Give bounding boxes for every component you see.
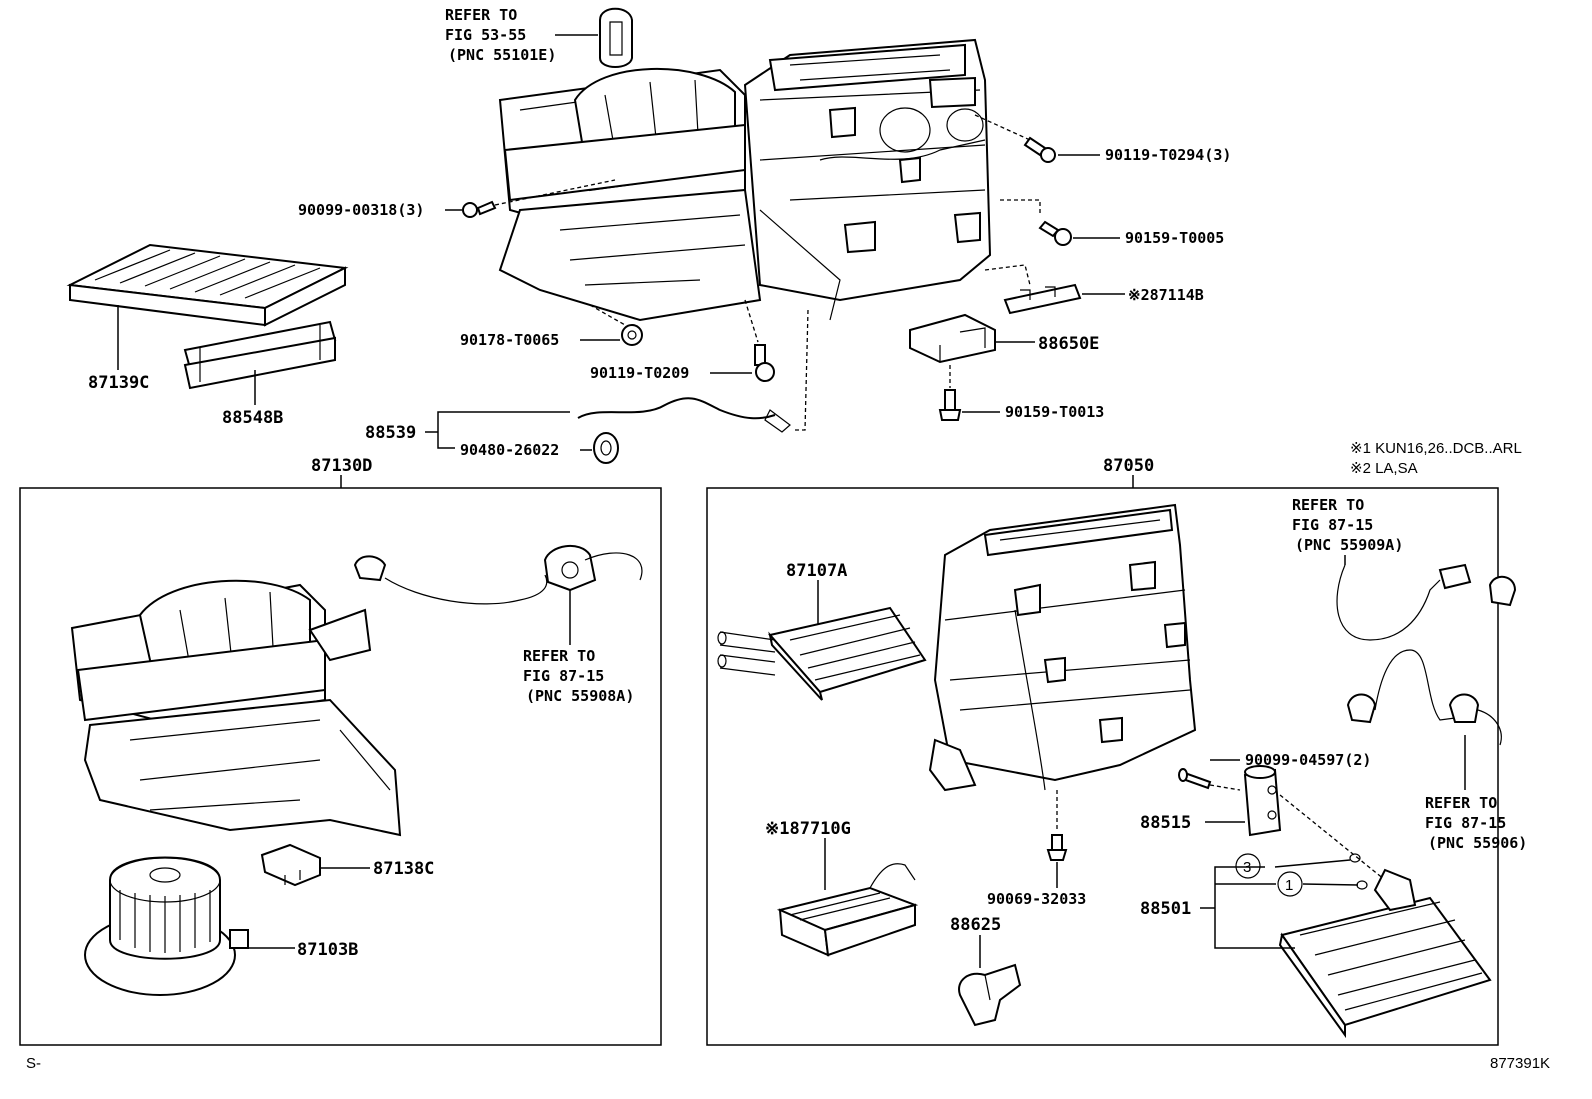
bolt-90159-T0005[interactable]: 90159-T0005 bbox=[1000, 199, 1224, 247]
drain-hose-88539[interactable]: 88539 bbox=[365, 309, 809, 449]
nut-90178-T0065[interactable]: 90178-T0065 bbox=[460, 304, 643, 349]
svg-text:REFER TO: REFER TO bbox=[1292, 496, 1364, 514]
svg-text:87107A: 87107A bbox=[786, 561, 847, 581]
svg-text:90099-00318(3): 90099-00318(3) bbox=[298, 201, 424, 219]
svg-text:88548B: 88548B bbox=[222, 408, 283, 428]
filter-cover-88548B[interactable]: 88548B bbox=[183, 320, 337, 428]
refer-fig-53-55[interactable]: REFER TO FIG 53-55 (PNC 55101E) bbox=[445, 6, 598, 64]
svg-text:90159-T0013: 90159-T0013 bbox=[1005, 403, 1104, 421]
svg-text:87139C: 87139C bbox=[88, 373, 149, 393]
figure-id: 877391K bbox=[1490, 1055, 1550, 1072]
svg-text:(PNC 55101E): (PNC 55101E) bbox=[448, 46, 556, 64]
svg-text:90178-T0065: 90178-T0065 bbox=[460, 331, 559, 349]
cooler-unit-87710G[interactable]: ※187710G bbox=[765, 819, 919, 957]
svg-text:REFER TO: REFER TO bbox=[523, 647, 595, 665]
svg-text:90069-32033: 90069-32033 bbox=[987, 890, 1086, 908]
part-87130D-label[interactable]: 87130D bbox=[311, 456, 372, 476]
screw-90099-00318[interactable]: 90099-00318(3) bbox=[298, 179, 616, 219]
wire-harness-55908A-illustration bbox=[353, 544, 643, 645]
svg-text:FIG 87-15: FIG 87-15 bbox=[1292, 516, 1373, 534]
heater-unit-87050-box: 87050 bbox=[706, 456, 1499, 1046]
svg-text:88650E: 88650E bbox=[1038, 334, 1099, 354]
grommet-55101E-illustration bbox=[599, 7, 633, 68]
bolt-90099-04597[interactable]: 90099-04597(2) bbox=[1178, 751, 1371, 791]
heater-case-illustration bbox=[928, 503, 1197, 792]
bracket-87114B[interactable]: ※287114B bbox=[984, 264, 1204, 315]
footer: S- 877391K bbox=[26, 1055, 1550, 1072]
svg-text:※287114B: ※287114B bbox=[1128, 286, 1204, 304]
screw-90069-32033[interactable]: 90069-32033 bbox=[987, 790, 1086, 908]
svg-text:FIG 87-15: FIG 87-15 bbox=[523, 667, 604, 685]
part-87050-label[interactable]: 87050 bbox=[1103, 456, 1154, 476]
svg-text:88515: 88515 bbox=[1140, 813, 1191, 833]
wire-harness-55909A[interactable]: REFER TO FIG 87-15 (PNC 55909A) bbox=[1292, 496, 1517, 641]
hvac-unit-assembly-illustration bbox=[498, 38, 992, 322]
bolt-90159-T0013[interactable]: 90159-T0013 bbox=[938, 365, 1104, 421]
evaporator-88501[interactable]: 3 1 88501 bbox=[1140, 853, 1492, 1039]
svg-text:90119-T0209: 90119-T0209 bbox=[590, 364, 689, 382]
svg-text:88625: 88625 bbox=[950, 915, 1001, 935]
svg-text:1: 1 bbox=[1285, 877, 1293, 894]
blower-motor-87103B[interactable]: 87103B bbox=[84, 856, 358, 996]
svg-text:88539: 88539 bbox=[365, 423, 416, 443]
svg-text:※1 KUN16,26..DCB..ARL: ※1 KUN16,26..DCB..ARL bbox=[1350, 440, 1522, 457]
footer-left-code: S- bbox=[26, 1055, 41, 1072]
blower-assy-87130D-box: 87130D bbox=[19, 456, 662, 1046]
screw-90119-T0209[interactable]: 90119-T0209 bbox=[590, 299, 775, 382]
svg-text:3: 3 bbox=[1243, 859, 1251, 876]
screw-90119-T0294[interactable]: 90119-T0294(3) bbox=[974, 114, 1231, 164]
svg-text:90119-T0294(3): 90119-T0294(3) bbox=[1105, 146, 1231, 164]
module-88650E[interactable]: 88650E bbox=[909, 313, 1099, 364]
resistor-87138C[interactable]: 87138C bbox=[260, 843, 434, 887]
svg-text:FIG 87-15: FIG 87-15 bbox=[1425, 814, 1506, 832]
svg-text:REFER TO: REFER TO bbox=[445, 6, 517, 24]
svg-text:※187710G: ※187710G bbox=[765, 819, 851, 839]
model-notes: ※1 KUN16,26..DCB..ARL ※2 LA,SA bbox=[1350, 440, 1522, 477]
svg-text:90480-26022: 90480-26022 bbox=[460, 441, 559, 459]
svg-text:(PNC 55909A): (PNC 55909A) bbox=[1295, 536, 1403, 554]
refer-fig-87-15-55908A[interactable]: REFER TO FIG 87-15 (PNC 55908A) bbox=[523, 647, 634, 705]
svg-text:90159-T0005: 90159-T0005 bbox=[1125, 229, 1224, 247]
expansion-valve-88515[interactable]: 88515 bbox=[1140, 765, 1386, 881]
circle-3-marker bbox=[1235, 853, 1261, 879]
air-filter-87139C[interactable]: 87139C bbox=[66, 243, 349, 393]
svg-text:88501: 88501 bbox=[1140, 899, 1191, 919]
svg-text:REFER TO: REFER TO bbox=[1425, 794, 1497, 812]
sensor-88625[interactable]: 88625 bbox=[950, 915, 1022, 1027]
circle-1-marker bbox=[1277, 871, 1303, 897]
blower-case-illustration bbox=[70, 579, 402, 837]
svg-text:(PNC 55908A): (PNC 55908A) bbox=[526, 687, 634, 705]
svg-text:90099-04597(2): 90099-04597(2) bbox=[1245, 751, 1371, 769]
svg-text:87103B: 87103B bbox=[297, 940, 358, 960]
heater-core-87107A[interactable]: 87107A bbox=[717, 561, 927, 701]
svg-text:(PNC 55906): (PNC 55906) bbox=[1428, 834, 1527, 852]
svg-text:※2 LA,SA: ※2 LA,SA bbox=[1350, 460, 1418, 477]
grommet-90480-26022[interactable]: 90480-26022 bbox=[460, 432, 619, 464]
wire-harness-55906[interactable]: REFER TO FIG 87-15 (PNC 55906) bbox=[1346, 649, 1527, 852]
svg-text:87138C: 87138C bbox=[373, 859, 434, 879]
svg-text:FIG 53-55: FIG 53-55 bbox=[445, 26, 526, 44]
